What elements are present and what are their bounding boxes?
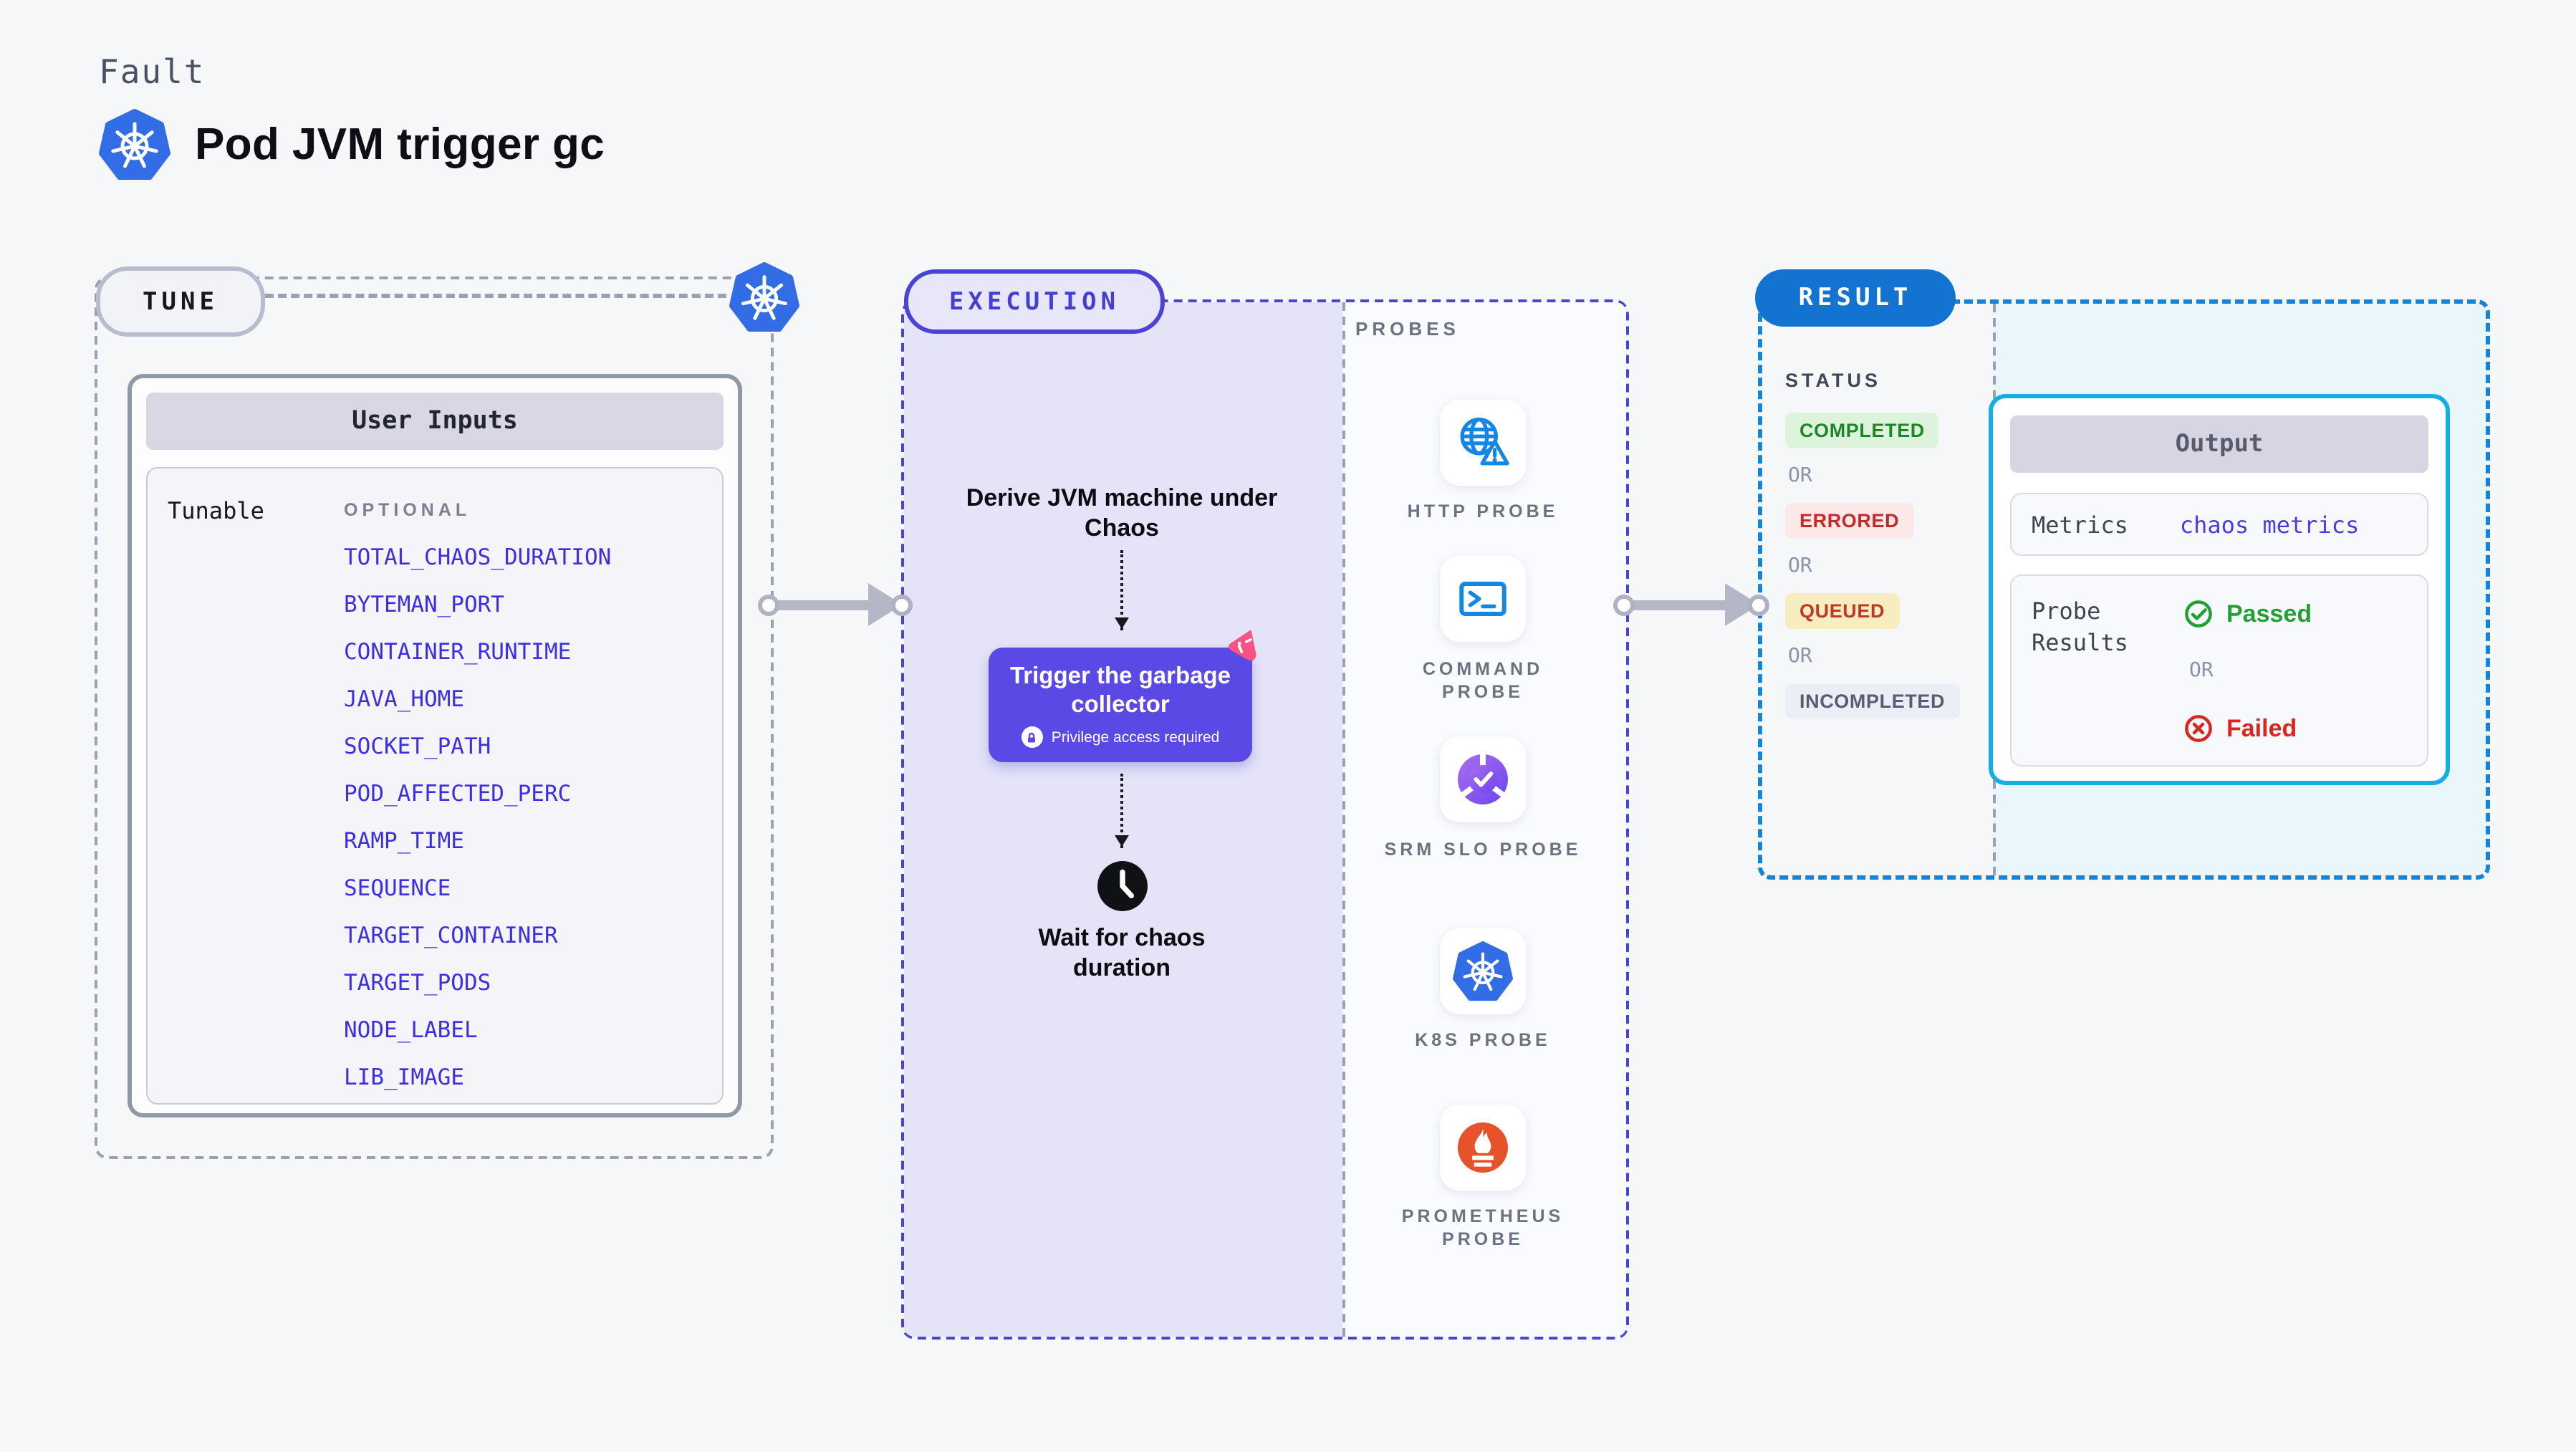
fault-kicker: Fault	[99, 54, 206, 92]
tune-connector-line	[265, 294, 726, 298]
tune-badge: TUNE	[96, 266, 265, 337]
clock-icon	[1096, 860, 1149, 913]
probes-heading: PROBES	[1355, 318, 1460, 340]
metrics-value: chaos metrics	[2179, 511, 2360, 538]
output-card: Output Metrics chaos metrics Probe Resul…	[1989, 394, 2450, 785]
privilege-row: Privilege access required	[989, 726, 1252, 748]
wait-step-label: Wait for chaos duration	[1038, 924, 1206, 981]
status-heading: STATUS	[1785, 370, 1881, 391]
trigger-gc-node: Trigger the garbage collector Privilege …	[989, 648, 1252, 762]
env-var-item: JAVA_HOME	[344, 686, 464, 712]
check-circle-icon	[2185, 600, 2212, 628]
env-var-item: TARGET_PODS	[344, 970, 491, 996]
kubernetes-icon	[1453, 941, 1513, 1001]
passed-verdict: Passed	[2183, 599, 2312, 629]
env-inputs-list: TOTAL_CHAOS_DURATION BYTEMAN_PORT CONTAINE…	[344, 544, 611, 1112]
status-badge-completed: COMPLETED	[1785, 413, 1939, 448]
page-title-row: Pod JVM trigger gc	[99, 109, 605, 181]
probe-results-row: Probe Results Passed OR Failed	[2010, 574, 2428, 766]
probe-label: COMMAND PROBE	[1422, 659, 1544, 702]
env-var-item: BYTEMAN_PORT	[344, 592, 504, 617]
privilege-label: Privilege access required	[1051, 729, 1220, 746]
status-badge-errored: ERRORED	[1785, 503, 1914, 539]
prometheus-probe-card	[1440, 1105, 1526, 1191]
env-var-item: TOTAL_CHAOS_DURATION	[344, 544, 612, 570]
probe-label: PROMETHEUS PROBE	[1401, 1206, 1565, 1249]
or-separator: OR	[1788, 464, 1812, 487]
chaos-spark-icon	[1216, 621, 1267, 673]
slo-gauge-icon	[1458, 751, 1508, 804]
failed-label: Failed	[2226, 714, 2297, 741]
k8s-probe-card	[1440, 928, 1526, 1014]
kubernetes-icon	[99, 109, 170, 180]
tunable-panel: Tunable OPTIONAL TOTAL_CHAOS_DURATION BYT…	[146, 467, 724, 1105]
prometheus-icon	[1458, 1122, 1508, 1173]
user-inputs-header: User Inputs	[146, 393, 724, 450]
tunable-label: Tunable	[168, 497, 264, 524]
command-probe-card	[1440, 556, 1526, 642]
env-var-item: RAMP_TIME	[344, 828, 464, 854]
terminal-icon	[1459, 582, 1506, 616]
or-separator: OR	[1788, 645, 1812, 668]
optional-label: OPTIONAL	[344, 500, 471, 520]
status-badge-queued: QUEUED	[1785, 593, 1900, 629]
probe-label: K8S PROBE	[1415, 1030, 1551, 1050]
env-var-item: CONTAINER_RUNTIME	[344, 639, 572, 665]
env-var-item: SOCKET_PATH	[344, 734, 491, 759]
trigger-gc-label: Trigger the garbage collector	[1009, 663, 1231, 718]
dotted-arrow	[1114, 550, 1128, 630]
metrics-label: Metrics	[2032, 511, 2128, 538]
metrics-row: Metrics chaos metrics	[2010, 493, 2428, 556]
probe-label: HTTP PROBE	[1407, 501, 1559, 521]
or-separator: OR	[1788, 554, 1812, 577]
env-var-item: LIB_IMAGE	[344, 1064, 464, 1090]
or-separator: OR	[2189, 659, 2214, 682]
http-probe-card	[1440, 400, 1526, 486]
lock-icon	[1021, 726, 1043, 748]
execution-badge: EXECUTION	[904, 269, 1165, 334]
tune-section	[95, 277, 774, 1159]
env-var-item: POD_AFFECTED_PERC	[344, 781, 572, 807]
env-var-item: SEQUENCE	[344, 875, 451, 901]
probe-results-label: Probe Results	[2032, 597, 2128, 656]
globe-alert-icon	[1460, 418, 1509, 466]
page-title: Pod JVM trigger gc	[195, 119, 605, 169]
kubernetes-icon	[729, 262, 799, 332]
dotted-arrow	[1114, 774, 1128, 848]
derive-step-label: Derive JVM machine under Chaos	[966, 484, 1278, 542]
probe-label: SRM SLO PROBE	[1384, 840, 1582, 860]
srm-slo-probe-card	[1440, 736, 1526, 822]
status-badge-incompleted: INCOMPLETED	[1785, 683, 1960, 719]
user-inputs-card: User Inputs Tunable OPTIONAL TOTAL_CHAOS…	[128, 374, 742, 1117]
status-list: COMPLETED OR ERRORED OR QUEUED OR INCOMP…	[1785, 413, 1960, 719]
result-badge: RESULT	[1755, 269, 1956, 327]
execution-section	[901, 299, 1629, 1340]
failed-verdict: Failed	[2183, 713, 2297, 744]
env-var-item: TARGET_CONTAINER	[344, 923, 558, 948]
probes-separator	[1342, 302, 1345, 1337]
output-header: Output	[2010, 415, 2428, 473]
execution-flow-area	[904, 302, 1342, 1337]
passed-label: Passed	[2226, 600, 2312, 627]
x-circle-icon	[2185, 715, 2212, 742]
env-var-item: NODE_LABEL	[344, 1017, 478, 1043]
